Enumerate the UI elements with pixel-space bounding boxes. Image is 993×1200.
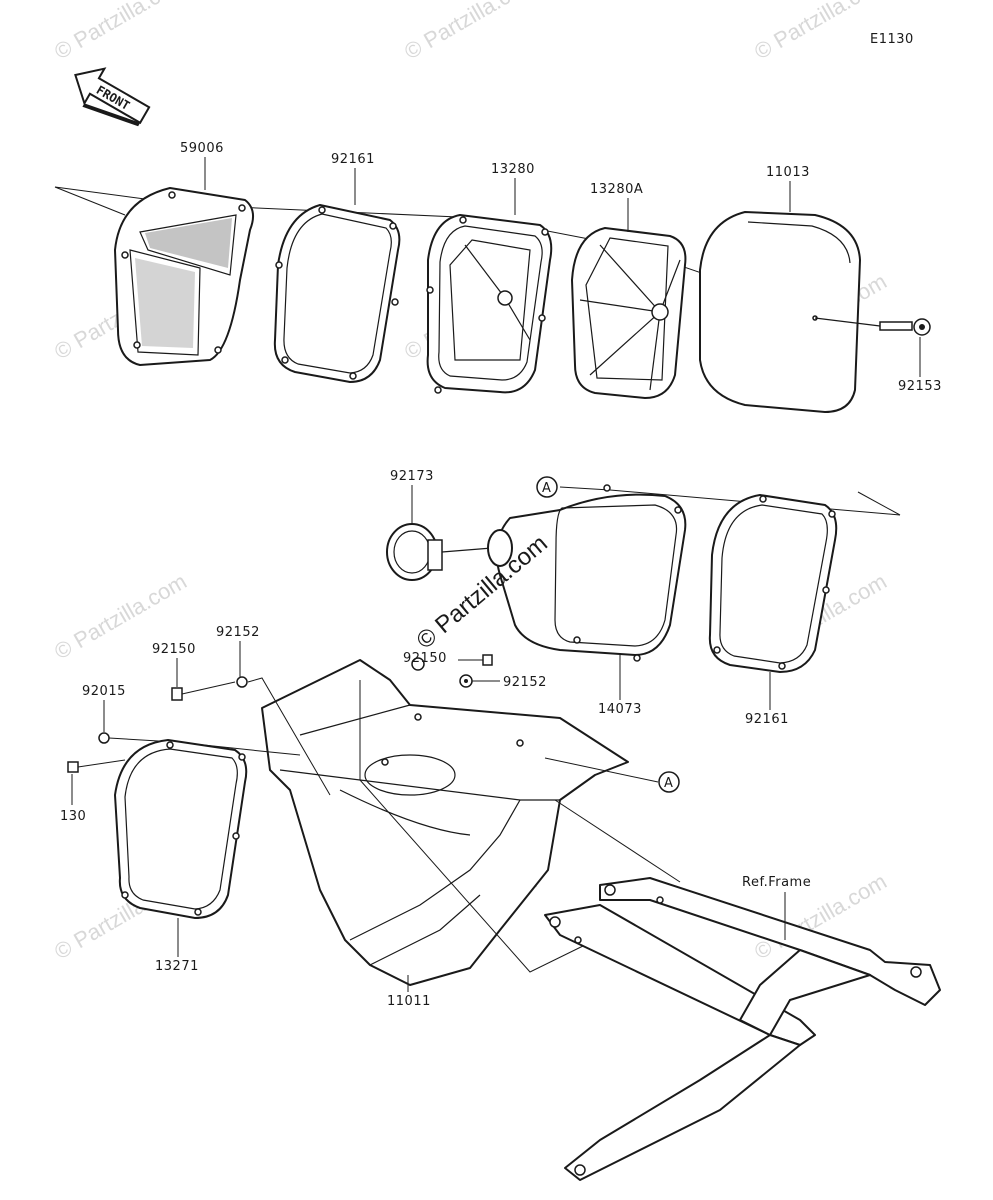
reference-a-bottom bbox=[658, 771, 680, 793]
assembly-line-mid-end bbox=[857, 491, 901, 516]
callout-A-top: A bbox=[542, 481, 551, 496]
callout-92150-center: 92150 bbox=[403, 651, 447, 666]
callout-92152-center: 92152 bbox=[503, 675, 547, 690]
callout-11013: 11013 bbox=[766, 165, 810, 180]
leader-frame-left bbox=[359, 680, 586, 973]
washer-92015 bbox=[98, 732, 110, 744]
callout-11011: 11011 bbox=[387, 994, 431, 1009]
diagram-code: E1130 bbox=[870, 32, 914, 47]
callout-59006: 59006 bbox=[180, 141, 224, 156]
bolt-92153 bbox=[814, 317, 931, 336]
bolt-130 bbox=[67, 759, 126, 773]
bolt-92150-left bbox=[171, 681, 236, 701]
callout-92153: 92153 bbox=[898, 379, 942, 394]
bolt-92150-center bbox=[458, 654, 493, 666]
gasket-92161-mid bbox=[708, 494, 838, 673]
assembly-line-top-end bbox=[54, 186, 126, 216]
gasket-13271 bbox=[114, 739, 248, 919]
callout-92152-left: 92152 bbox=[216, 625, 260, 640]
front-arrow-icon: FRONT bbox=[74, 67, 151, 127]
reference-a-top bbox=[536, 476, 558, 498]
callout-92015: 92015 bbox=[82, 684, 126, 699]
watermark: © Partzilla.com bbox=[50, 0, 191, 64]
filter-cage-13280A bbox=[571, 227, 687, 399]
callout-13271: 13271 bbox=[155, 959, 199, 974]
nut-92152-left bbox=[236, 676, 248, 688]
cover-11013 bbox=[699, 211, 861, 413]
callout-13280A: 13280A bbox=[590, 182, 643, 197]
callout-13280: 13280 bbox=[491, 162, 535, 177]
callout-92150-left: 92150 bbox=[152, 642, 196, 657]
leader-frame-right bbox=[554, 799, 681, 883]
duct-14073 bbox=[487, 484, 687, 662]
leader-92150-92152-run bbox=[247, 677, 331, 796]
clamp-92173 bbox=[386, 523, 493, 581]
callout-92173: 92173 bbox=[390, 469, 434, 484]
assembly-line-left bbox=[108, 737, 301, 756]
subframe-ref-frame bbox=[544, 877, 941, 1181]
washer-icon bbox=[411, 657, 425, 671]
callout-92161-top: 92161 bbox=[331, 152, 375, 167]
gasket-92161-top bbox=[273, 204, 401, 383]
leader-A-bottom bbox=[544, 757, 659, 783]
callout-A-bottom: A bbox=[664, 776, 673, 791]
nut-92152-center bbox=[459, 674, 473, 688]
callout-130: 130 bbox=[60, 809, 86, 824]
callout-14073: 14073 bbox=[598, 702, 642, 717]
callout-92161-mid: 92161 bbox=[745, 712, 789, 727]
air-filter-13280 bbox=[426, 214, 553, 394]
air-box-11011 bbox=[261, 659, 629, 986]
ref-frame-label: Ref.Frame bbox=[742, 875, 811, 890]
watermark: © Partzilla.com bbox=[400, 0, 541, 64]
element-frame-59006 bbox=[114, 187, 255, 366]
